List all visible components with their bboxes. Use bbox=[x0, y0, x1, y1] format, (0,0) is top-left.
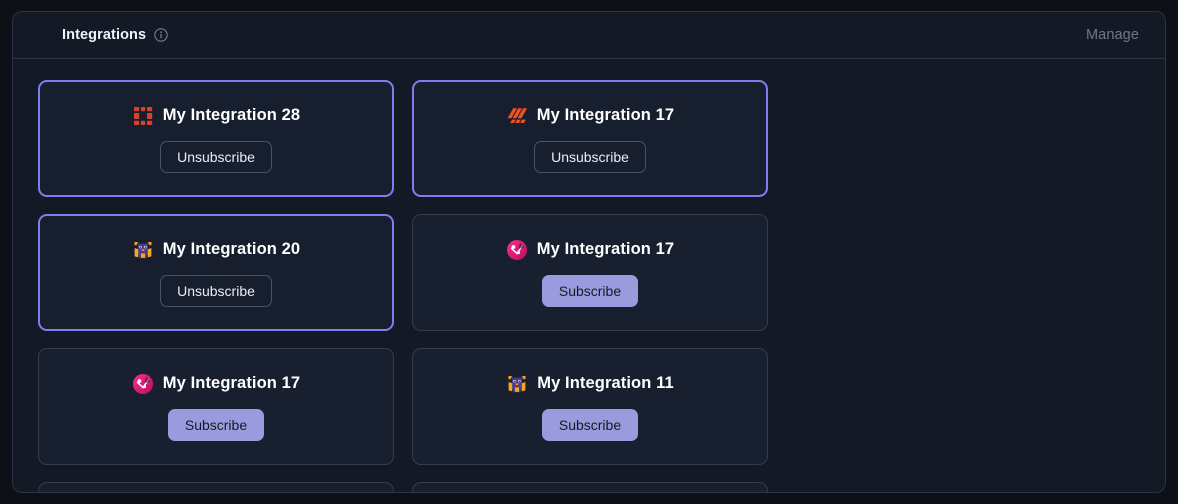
unsubscribe-button[interactable]: Unsubscribe bbox=[534, 140, 646, 173]
gitlab-fox-icon bbox=[132, 239, 154, 261]
integration-name: My Integration 17 bbox=[162, 374, 301, 392]
integration-card[interactable]: My Integration 17 Subscribe bbox=[38, 348, 394, 465]
integration-card-head: My Integration 11 bbox=[506, 373, 674, 395]
integration-card[interactable]: My Integration 17 Subscribe bbox=[412, 214, 768, 331]
orange-stripes-icon bbox=[506, 105, 528, 127]
integration-card-head: My Integration 17 bbox=[506, 105, 674, 127]
unsubscribe-button[interactable]: Unsubscribe bbox=[160, 274, 272, 307]
subscribe-button[interactable]: Subscribe bbox=[541, 274, 639, 307]
gitlab-fox-icon bbox=[506, 373, 528, 395]
page-title: Integrations bbox=[62, 27, 147, 43]
redis-blocks-icon bbox=[132, 105, 154, 127]
integration-name: My Integration 17 bbox=[536, 240, 675, 258]
unsubscribe-button[interactable]: Unsubscribe bbox=[160, 140, 272, 173]
panel-header: Integrations Manage bbox=[13, 12, 1165, 59]
integration-card-head: My Integration 17 bbox=[506, 239, 674, 261]
integration-card[interactable]: My Integration 28Subscribe bbox=[38, 482, 394, 492]
subscribe-button[interactable]: Subscribe bbox=[541, 408, 639, 441]
integrations-panel: Integrations Manage My Integration 28 Uns… bbox=[12, 11, 1166, 493]
integration-name: My Integration 17 bbox=[536, 106, 675, 124]
integration-name: My Integration 11 bbox=[537, 374, 674, 392]
integration-name: My Integration 20 bbox=[162, 240, 301, 258]
subscribe-button[interactable]: Subscribe bbox=[167, 408, 265, 441]
integration-card[interactable]: My Integration 11 Subscribe bbox=[412, 348, 768, 465]
integration-card-head: My Integration 28 bbox=[132, 105, 300, 127]
sentry-pink-icon bbox=[506, 239, 528, 261]
integration-card-head: My Integration 17 bbox=[132, 373, 300, 395]
integration-card[interactable]: My Integration 17 Unsubscribe bbox=[412, 80, 768, 197]
integration-card[interactable]: My Integration 28Subscribe bbox=[412, 482, 768, 492]
integration-card[interactable]: My Integration 20 Unsubscribe bbox=[38, 214, 394, 331]
integration-card[interactable]: My Integration 28 Unsubscribe bbox=[38, 80, 394, 197]
info-icon[interactable] bbox=[154, 28, 168, 42]
manage-link[interactable]: Manage bbox=[1086, 27, 1139, 43]
integration-card-head: My Integration 20 bbox=[132, 239, 300, 261]
integration-name: My Integration 28 bbox=[162, 106, 301, 124]
sentry-pink-icon bbox=[132, 373, 154, 395]
